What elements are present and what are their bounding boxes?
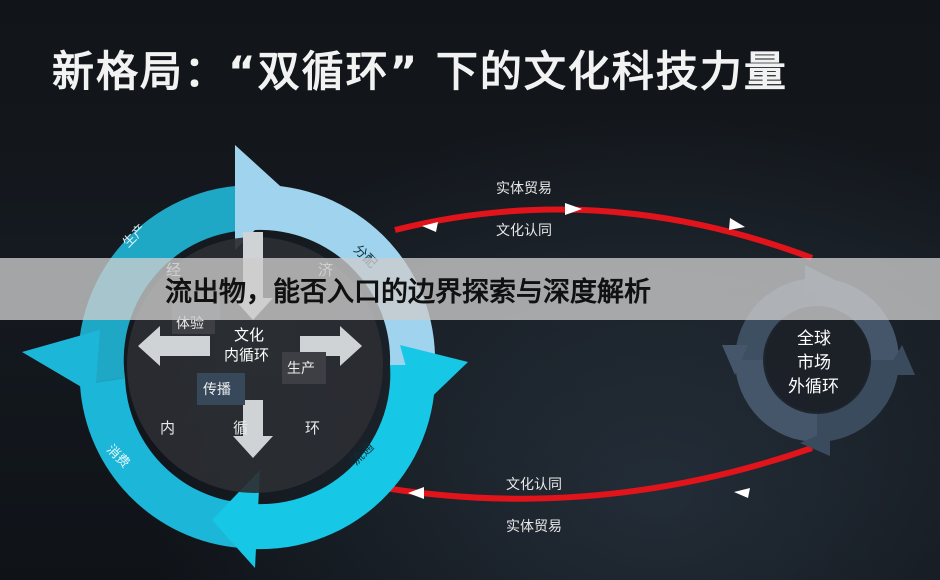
bottom-link-line — [384, 445, 813, 502]
block-production — [282, 352, 326, 384]
spoke-experience: 体验 — [176, 316, 204, 332]
bottom-char-2: 循 — [233, 419, 248, 437]
link-arrow-1 — [565, 203, 582, 215]
link-top-lower: 文化认同 — [496, 223, 552, 239]
bottom-char-1: 内 — [160, 419, 175, 437]
page-title: 新格局：“双循环” 下的文化科技力量 — [52, 47, 788, 96]
bottom-char-3: 环 — [305, 419, 320, 437]
hub-line-2: 内循环 — [224, 346, 269, 364]
link-arrow-5 — [408, 487, 424, 499]
link-arrow-3 — [422, 222, 438, 232]
link-top-upper: 实体贸易 — [496, 181, 552, 197]
caption-band — [0, 258, 940, 320]
link-arrow-2 — [729, 218, 745, 230]
outer-hub-line-2: 市场 — [797, 353, 831, 373]
outer-hub-disc — [765, 308, 869, 412]
spoke-dissemination: 传播 — [203, 382, 231, 398]
top-link-line — [394, 206, 814, 261]
caption-text: 流出物，能否入口的边界探索与深度解析 — [165, 277, 651, 308]
hub-line-1: 文化 — [234, 326, 264, 344]
spoke-production: 生产 — [287, 361, 315, 377]
link-bottom-upper: 文化认同 — [506, 477, 562, 493]
outer-hub-line-1: 全球 — [797, 329, 831, 349]
link-bottom-lower: 实体贸易 — [506, 519, 562, 535]
block-dissemination — [197, 373, 245, 405]
outer-hub-line-3: 外循环 — [788, 377, 839, 397]
link-arrow-4 — [734, 488, 750, 498]
block-hub — [215, 320, 295, 375]
